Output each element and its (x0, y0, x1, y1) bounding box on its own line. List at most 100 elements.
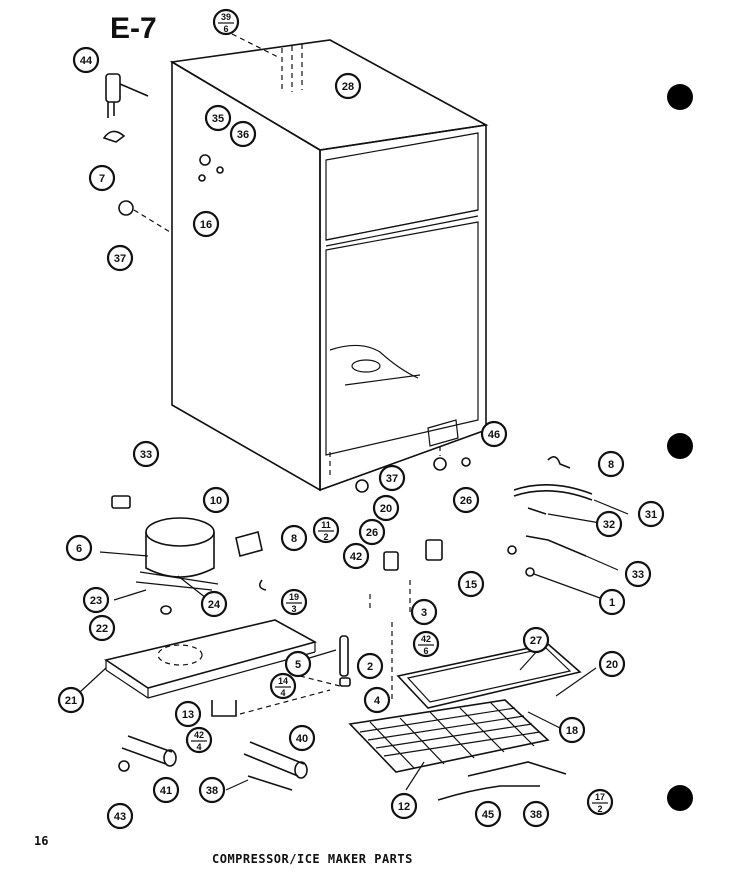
callout-c3: 3 (410, 598, 438, 626)
ice-tray (396, 643, 582, 709)
svg-text:46: 46 (488, 429, 500, 441)
svg-text:33: 33 (140, 449, 152, 461)
svg-text:42: 42 (350, 551, 362, 563)
svg-text:32: 32 (603, 519, 615, 531)
svg-text:37: 37 (386, 473, 398, 485)
svg-text:12: 12 (398, 801, 410, 813)
callout-c26b: 26 (358, 518, 386, 546)
callout-c19: 193 (280, 588, 308, 616)
svg-text:39: 39 (221, 12, 231, 22)
callout-c14: 144 (269, 672, 297, 700)
svg-text:14: 14 (278, 676, 288, 686)
svg-text:36: 36 (237, 129, 249, 141)
svg-text:22: 22 (96, 623, 108, 635)
ice-grille (348, 699, 550, 773)
svg-text:19: 19 (289, 592, 299, 602)
svg-text:4: 4 (374, 695, 381, 707)
svg-text:24: 24 (208, 599, 221, 611)
callout-c33b: 33 (624, 560, 652, 588)
callout-c1: 1 (598, 588, 626, 616)
callout-c46: 46 (480, 420, 508, 448)
svg-text:20: 20 (606, 659, 618, 671)
callout-c42c: 424 (185, 726, 213, 754)
callout-c11: 112 (312, 516, 340, 544)
svg-text:42: 42 (194, 730, 204, 740)
svg-text:41: 41 (160, 785, 172, 797)
svg-text:1: 1 (609, 597, 615, 609)
svg-text:8: 8 (291, 533, 297, 545)
callout-c39: 396 (212, 8, 240, 36)
diagram-title: E-7 (110, 12, 157, 45)
callout-c37a: 37 (106, 244, 134, 272)
svg-text:37: 37 (114, 253, 126, 265)
small-block-part (111, 495, 131, 509)
svg-text:28: 28 (342, 81, 354, 93)
callout-c42b: 426 (412, 630, 440, 658)
callout-c28: 28 (334, 72, 362, 100)
binder-hole (667, 433, 693, 459)
svg-text:31: 31 (645, 509, 657, 521)
relay-part (235, 531, 263, 557)
callout-c20a: 20 (372, 494, 400, 522)
svg-text:8: 8 (608, 459, 614, 471)
callout-c5: 5 (284, 650, 312, 678)
svg-text:33: 33 (632, 569, 644, 581)
callout-c33a: 33 (132, 440, 160, 468)
callout-c2: 2 (356, 652, 384, 680)
callout-c20b: 20 (598, 650, 626, 678)
binder-hole (667, 785, 693, 811)
callout-c10: 10 (202, 486, 230, 514)
grommet-part (118, 200, 134, 216)
callout-c17: 172 (586, 788, 614, 816)
svg-text:11: 11 (321, 520, 331, 530)
svg-text:27: 27 (530, 635, 542, 647)
svg-text:15: 15 (465, 579, 477, 591)
svg-text:44: 44 (80, 55, 93, 67)
svg-text:10: 10 (210, 495, 222, 507)
svg-text:4: 4 (280, 688, 285, 698)
callout-c7: 7 (88, 164, 116, 192)
callout-c22: 22 (88, 614, 116, 642)
callout-c38a: 38 (198, 776, 226, 804)
callout-c4: 4 (363, 686, 391, 714)
svg-text:20: 20 (380, 503, 392, 515)
callout-c38b: 38 (522, 800, 550, 828)
page-caption: COMPRESSOR/ICE MAKER PARTS (212, 852, 413, 866)
svg-text:26: 26 (366, 527, 378, 539)
svg-text:13: 13 (182, 709, 194, 721)
svg-text:40: 40 (296, 733, 308, 745)
callout-c15: 15 (457, 570, 485, 598)
callout-c24: 24 (200, 590, 228, 618)
callout-c8a: 8 (597, 450, 625, 478)
svg-text:3: 3 (421, 607, 427, 619)
svg-text:2: 2 (367, 661, 373, 673)
svg-text:4: 4 (196, 742, 201, 752)
svg-text:45: 45 (482, 809, 494, 821)
callout-c43: 43 (106, 802, 134, 830)
page-number: 16 (34, 834, 49, 848)
callout-c12: 12 (390, 792, 418, 820)
lock-part (105, 73, 149, 118)
binder-hole (667, 84, 693, 110)
callout-c18: 18 (558, 716, 586, 744)
svg-text:2: 2 (323, 532, 328, 542)
callout-c32: 32 (595, 510, 623, 538)
callout-c21: 21 (57, 686, 85, 714)
callout-c42a: 42 (342, 542, 370, 570)
callout-c16: 16 (192, 210, 220, 238)
svg-text:18: 18 (566, 725, 578, 737)
svg-text:42: 42 (421, 634, 431, 644)
callout-c37b: 37 (378, 464, 406, 492)
svg-text:16: 16 (200, 219, 212, 231)
svg-text:6: 6 (423, 646, 428, 656)
svg-text:5: 5 (295, 659, 301, 671)
svg-text:17: 17 (595, 792, 605, 802)
callout-c27: 27 (522, 626, 550, 654)
svg-text:38: 38 (206, 785, 218, 797)
svg-text:35: 35 (212, 113, 224, 125)
callout-c23: 23 (82, 586, 110, 614)
callout-c40: 40 (288, 724, 316, 752)
svg-text:38: 38 (530, 809, 542, 821)
callout-c31: 31 (637, 500, 665, 528)
